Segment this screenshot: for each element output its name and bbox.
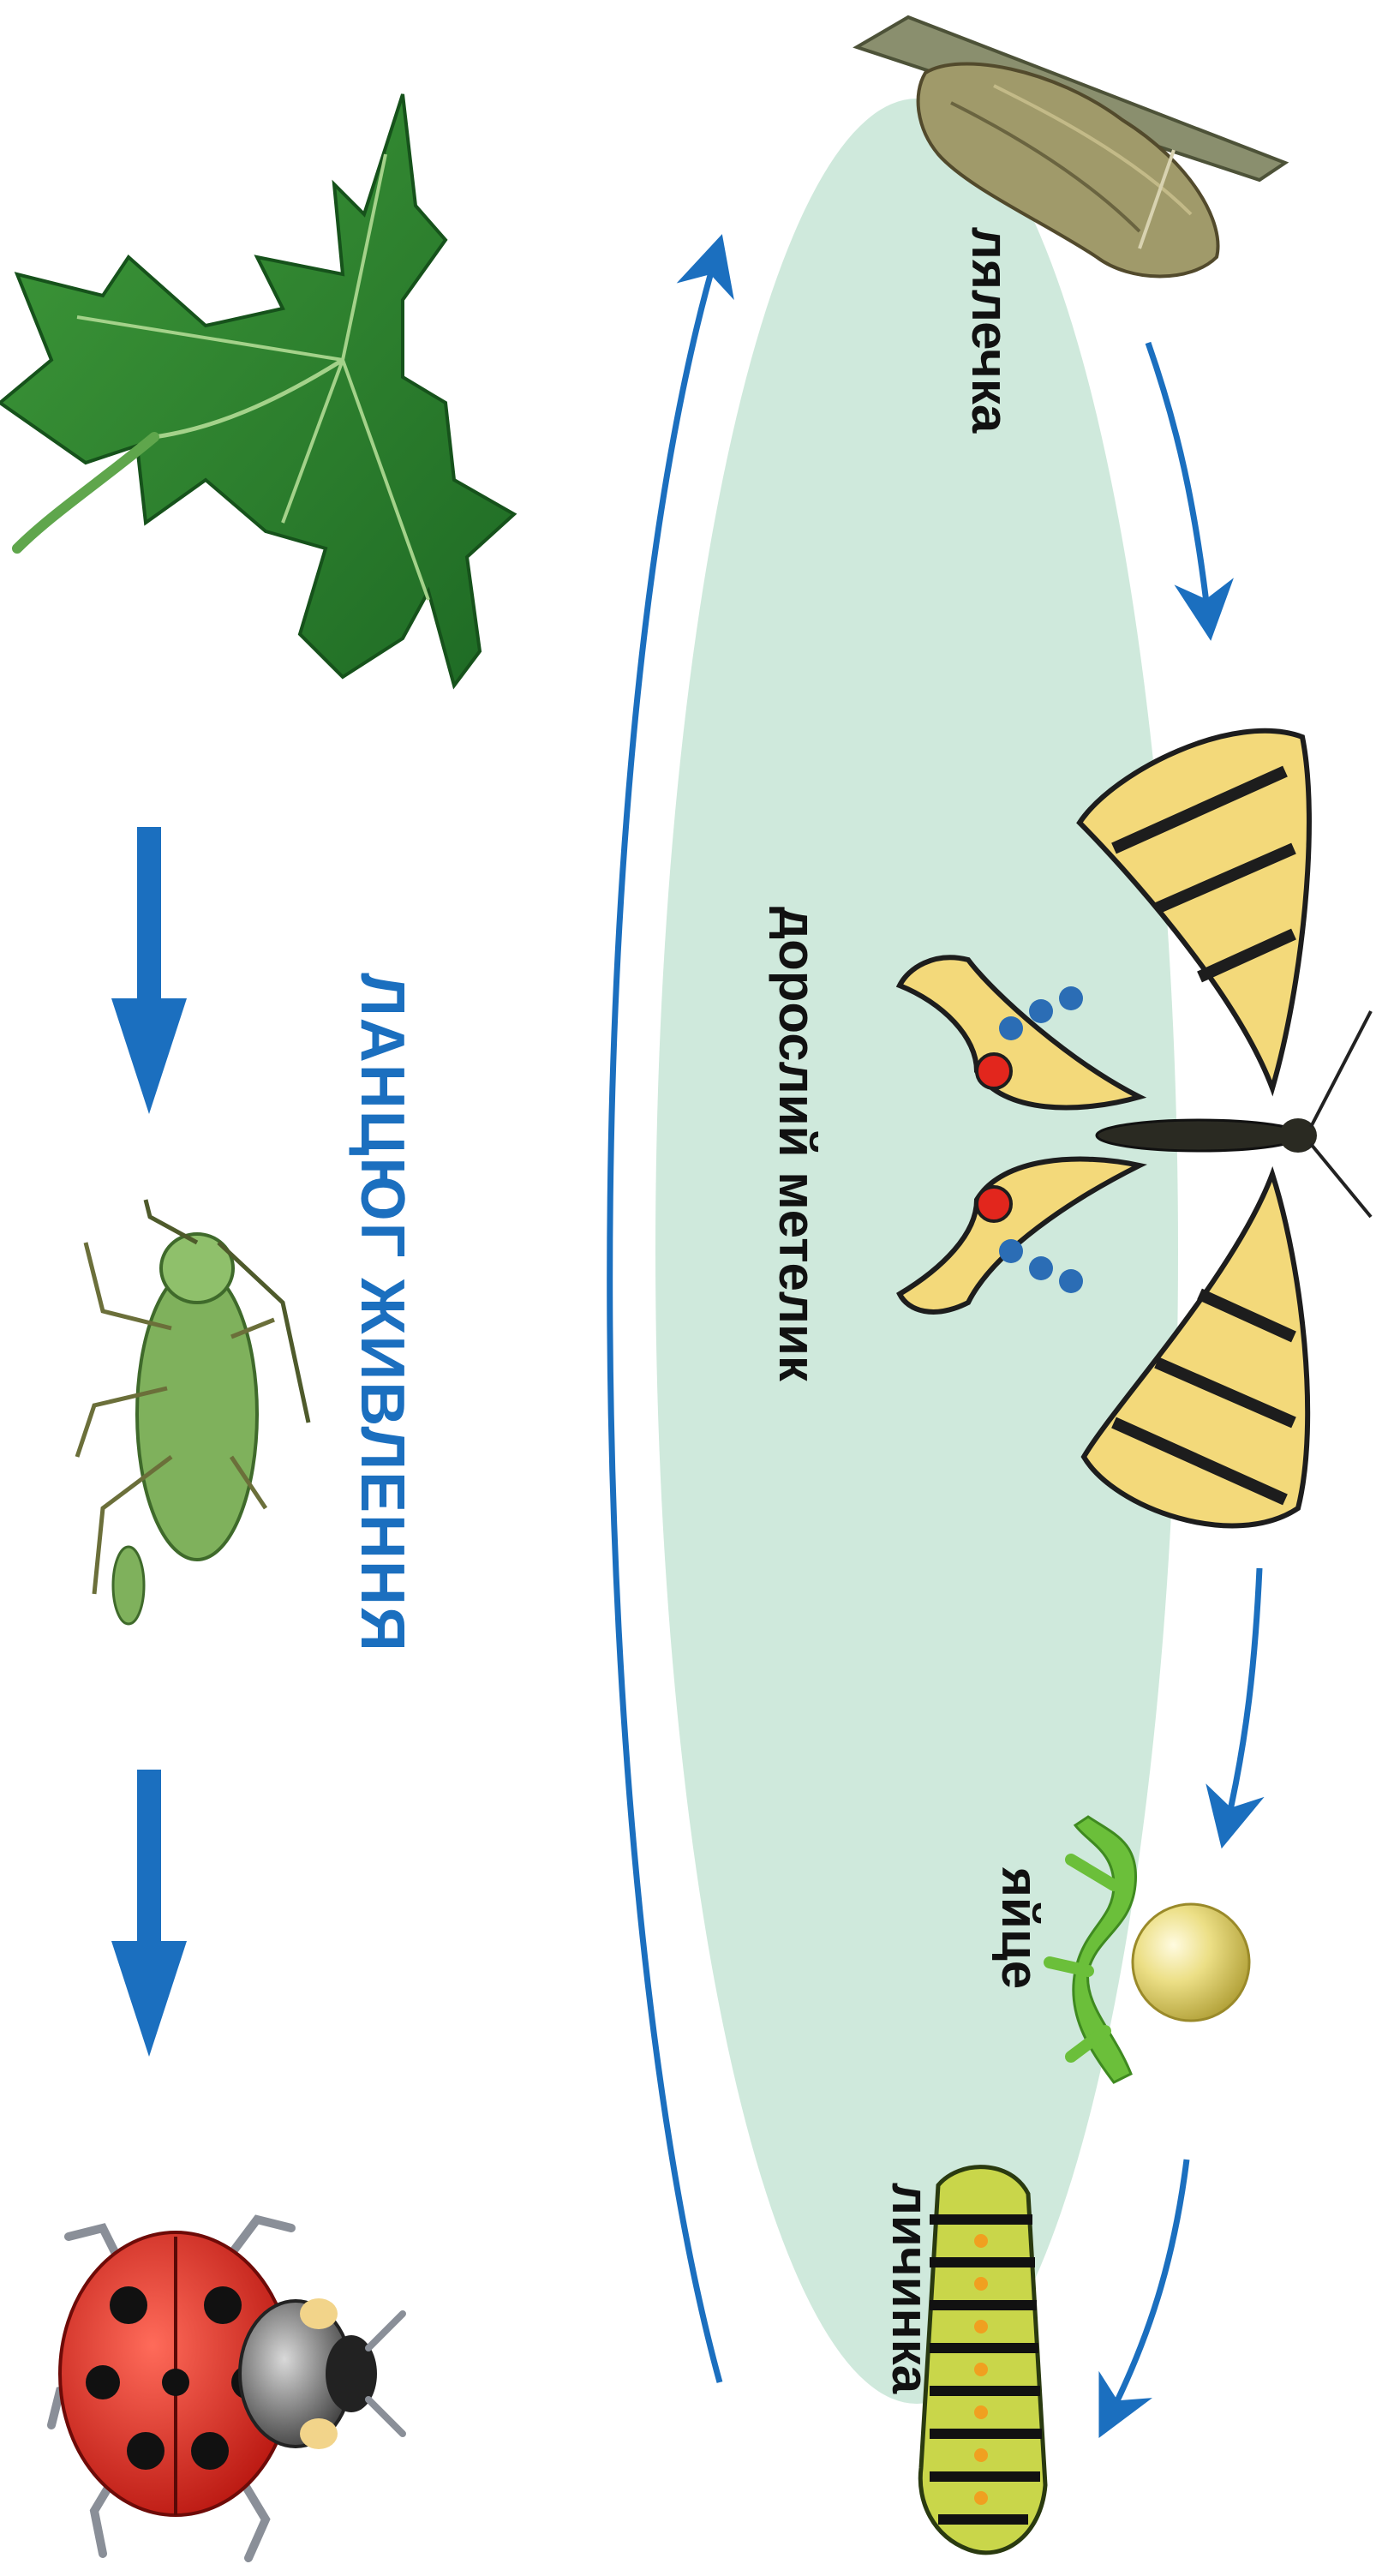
stage-label-egg: яйце — [985, 1825, 1045, 2031]
food-chain-title: ЛАНЦЮГ ЖИВЛЕННЯ — [341, 906, 413, 1720]
stage-label-adult: дорослий метелик — [763, 801, 823, 1487]
arrow-egg-to-larva — [1110, 2160, 1187, 2417]
aphid-icon — [77, 1200, 308, 1624]
food-chain-arrow-1 — [111, 827, 187, 1114]
ladybug-icon — [51, 2220, 403, 2558]
stage-label-larva: личинка — [876, 2117, 936, 2459]
maple-leaf-icon — [0, 94, 514, 686]
stage-label-pupa: лялечка — [955, 167, 1015, 493]
arrow-adult-to-egg — [1227, 1568, 1259, 1825]
food-chain-arrow-2 — [111, 1770, 187, 2057]
caterpillar-icon — [920, 2167, 1045, 2553]
arrow-pupa-to-adult — [1148, 343, 1208, 617]
